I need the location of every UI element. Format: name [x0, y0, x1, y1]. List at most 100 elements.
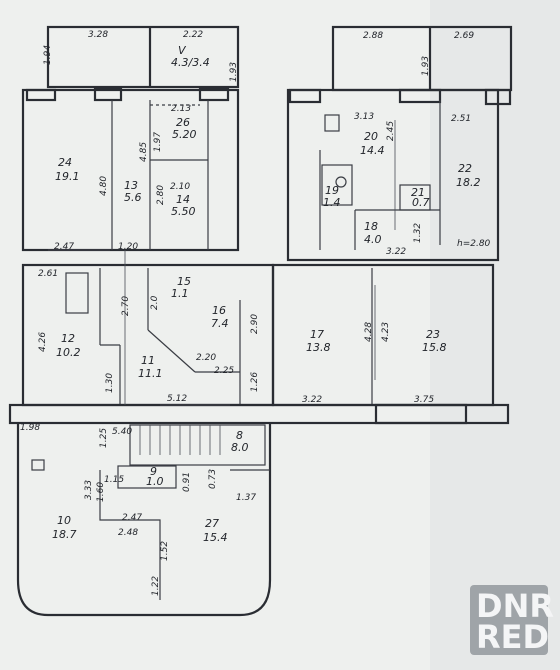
- room-label-area: 18.7: [52, 528, 77, 541]
- dimension-label: 2.47: [54, 242, 74, 252]
- room-label-number: 13: [124, 179, 138, 192]
- paper-margin: [430, 0, 560, 670]
- dimension-label: 3.33: [84, 480, 94, 500]
- dimension-label: 2.51: [451, 114, 471, 124]
- room-label-area: 5.20: [172, 128, 197, 141]
- room-label-area: 1.4: [323, 196, 341, 209]
- room-label-number: 21: [411, 186, 425, 199]
- dimension-label: 1.20: [118, 242, 138, 252]
- staircase: [129, 424, 266, 466]
- dimension-label: 2.22: [183, 30, 203, 40]
- room-label-area: 10.2: [56, 346, 81, 359]
- dimension-label: 1.32: [413, 223, 423, 243]
- dimension-label: 1.97: [153, 132, 163, 152]
- dimension-labels: 3.28 2.22 1.94 1.93 2.88 2.69 1.93 2.13 …: [20, 30, 491, 596]
- dimension-label: 1.93: [421, 56, 431, 76]
- dimension-label: 5.40: [112, 427, 132, 437]
- dimension-label: 2.61: [38, 269, 58, 279]
- room-label-number: 27: [205, 517, 219, 530]
- corridor: [8, 403, 510, 425]
- dimension-label: 1.94: [43, 45, 53, 65]
- balcony-outline: [46, 25, 240, 89]
- dimension-label: 2.0: [150, 295, 160, 310]
- dimension-label: 1.60: [96, 482, 106, 502]
- watermark: DNR RED: [470, 585, 554, 656]
- room-label-area: 4.3/3.4: [171, 56, 210, 69]
- room-label-number: 9: [150, 465, 157, 478]
- dimension-label: 1.37: [236, 493, 256, 503]
- room-label-area: 19.1: [55, 170, 80, 183]
- dimension-label: 3.13: [354, 112, 374, 122]
- dimension-label: 4.23: [381, 322, 391, 342]
- dimension-label: 2.88: [363, 31, 383, 41]
- dimension-label: 3.75: [414, 395, 434, 405]
- room-label-number: 23: [426, 328, 440, 341]
- corridor-outline: [8, 403, 510, 425]
- upper-right-walls: [286, 25, 513, 262]
- dimension-label: 2.10: [170, 182, 190, 192]
- room-label-area: 4.0: [364, 233, 382, 246]
- room-label-area: 15.4: [203, 531, 228, 544]
- dimension-label: 4.26: [38, 332, 48, 352]
- dimension-label: 1.93: [229, 62, 239, 82]
- room-label-area: 5.6: [124, 191, 142, 204]
- dimension-label: 0.91: [182, 472, 192, 492]
- dimension-label: 2.25: [214, 366, 234, 376]
- room-label-number: V: [178, 44, 187, 57]
- room-label-number: 20: [364, 130, 378, 143]
- room-label-number: 12: [61, 332, 75, 345]
- window-left-3: [198, 86, 230, 102]
- dimension-lines: [48, 120, 396, 406]
- dimension-label: h=2.80: [457, 239, 491, 249]
- room-label-area: 14.4: [360, 144, 385, 157]
- window-left-1: [25, 88, 57, 102]
- dimension-label: 1.26: [250, 372, 260, 392]
- window-left-2: [93, 86, 123, 102]
- dimension-label: 3.22: [386, 247, 406, 257]
- room-label-number: 11: [141, 354, 155, 367]
- room-label-number: 15: [177, 275, 191, 288]
- dimension-label: 2.80: [156, 185, 166, 205]
- room-label-area: 7.4: [211, 317, 229, 330]
- dimension-label: 0.73: [208, 469, 218, 489]
- watermark-line-1: DNR: [476, 587, 554, 625]
- dimension-label: 2.47: [122, 513, 142, 523]
- watermark-line-2: RED: [476, 618, 549, 656]
- dimension-label: 2.69: [454, 31, 474, 41]
- room-label-number: 19: [325, 184, 339, 197]
- room-label-area: 11.1: [138, 367, 163, 380]
- apartment-left-outline: [21, 88, 240, 252]
- diagonal-wall: [147, 329, 196, 373]
- upper-left-walls: [21, 25, 240, 252]
- room-19-outline: [321, 164, 353, 206]
- window-right-3: [484, 88, 512, 106]
- dimension-label: 4.85: [139, 142, 149, 162]
- room-label-number: 17: [310, 328, 324, 341]
- room-label-number: 10: [57, 514, 71, 527]
- stair-steps: [139, 425, 221, 455]
- dimension-label: 1.22: [151, 576, 161, 596]
- apartment-right-outline: [286, 88, 500, 262]
- room-label-number: 24: [58, 156, 72, 169]
- dimension-label: 2.70: [121, 296, 131, 316]
- room-label-number: 22: [458, 162, 472, 175]
- room-label-number: 14: [176, 193, 190, 206]
- wall-10-27: [99, 470, 161, 600]
- dimension-label: 4.28: [364, 322, 374, 342]
- dimension-label: 3.28: [88, 30, 108, 40]
- dimension-label: 1.98: [20, 423, 40, 433]
- window-right-1: [288, 88, 322, 104]
- corridor-window: [374, 403, 468, 425]
- dimension-label: 2.20: [196, 353, 216, 363]
- room-label-area: 0.7: [412, 196, 430, 209]
- dimension-label: 1.30: [105, 373, 115, 393]
- room-label-area: 15.8: [422, 341, 447, 354]
- room-label-area: 8.0: [231, 441, 249, 454]
- dimension-label: 2.45: [386, 121, 396, 141]
- room-label-area: 5.50: [171, 205, 196, 218]
- room-label-area: 13.8: [306, 341, 331, 354]
- dimension-label: 2.48: [118, 528, 138, 538]
- room-label-number: 16: [212, 304, 226, 317]
- dimension-label: 2.90: [250, 314, 260, 334]
